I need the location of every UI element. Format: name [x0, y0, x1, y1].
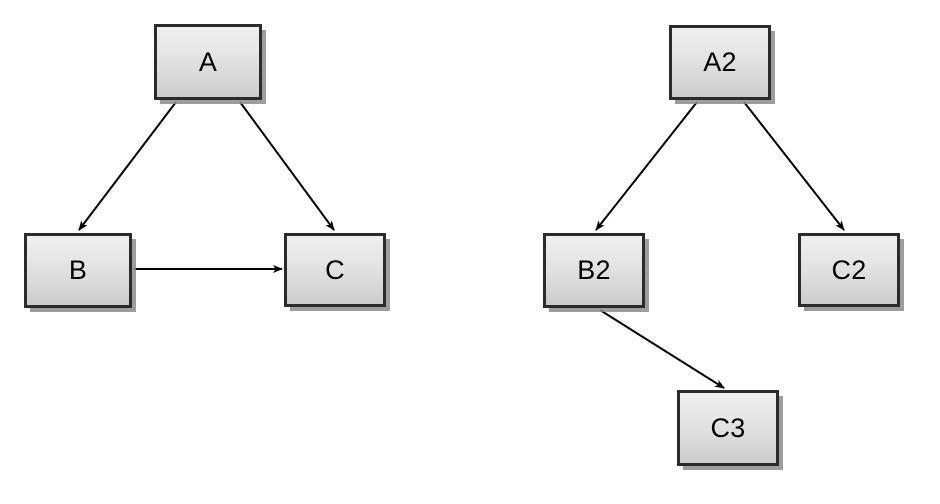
edge-a2-to-c2[interactable]: [743, 101, 845, 231]
node-label: B2: [577, 255, 611, 285]
node-label: A: [198, 46, 218, 77]
node-c2[interactable]: C2: [798, 233, 900, 307]
node-label: C3: [710, 412, 746, 443]
node-label: B: [68, 255, 88, 285]
node-b2[interactable]: B2: [543, 233, 645, 308]
node-a2[interactable]: A2: [669, 25, 771, 100]
node-b[interactable]: B: [24, 233, 132, 308]
edge-a2-to-b2[interactable]: [595, 101, 698, 231]
edge-a-to-b[interactable]: [78, 101, 177, 231]
node-c[interactable]: C: [284, 233, 386, 307]
node-a[interactable]: A: [154, 24, 262, 100]
edge-b2-to-c3[interactable]: [599, 309, 725, 389]
node-c3[interactable]: C3: [677, 390, 779, 466]
node-label: C2: [831, 254, 867, 285]
edge-a-to-c[interactable]: [239, 101, 335, 231]
node-label: C: [325, 254, 345, 285]
node-label: A2: [703, 47, 737, 77]
edge-group: [78, 101, 845, 389]
